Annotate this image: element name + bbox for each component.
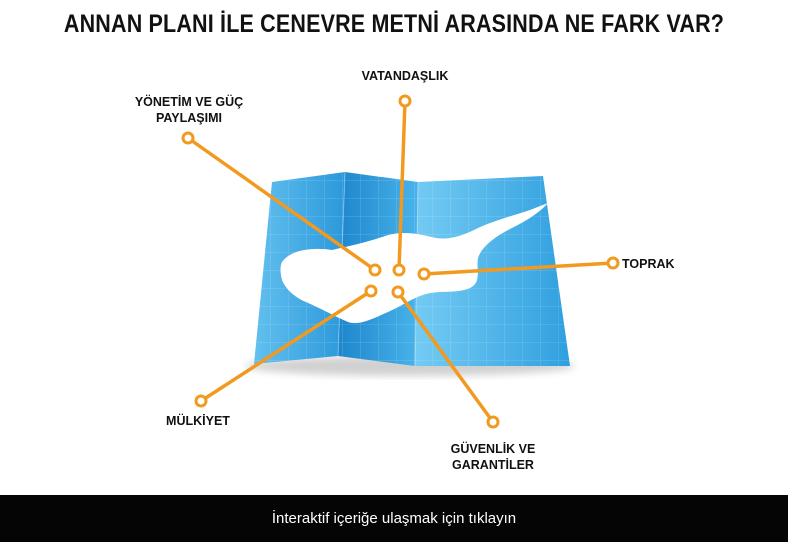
hotspot-mulkiyet-inner[interactable]: [364, 284, 378, 298]
label-vatandaslik-line1: VATANDAŞLIK: [361, 69, 449, 83]
label-toprak[interactable]: TOPRAK: [622, 256, 682, 272]
interactive-content-link[interactable]: İnteraktif içeriğe ulaşmak için tıklayın: [0, 495, 788, 542]
connector-guvenlik: [396, 290, 495, 424]
hotspot-vatandaslik-outer[interactable]: [398, 94, 412, 108]
hotspot-yonetim-outer[interactable]: [181, 131, 195, 145]
connector-mulkiyet: [199, 289, 373, 403]
hotspot-toprak-inner[interactable]: [417, 267, 431, 281]
connector-vatandaslik: [397, 99, 407, 272]
label-yonetim-line1: YÖNETİM VE GÜÇ: [134, 95, 244, 109]
label-mulkiyet-line1: MÜLKİYET: [166, 414, 230, 428]
cyprus-map-diagram: [181, 94, 620, 429]
page-title: ANNAN PLANI İLE CENEVRE METNİ ARASINDA N…: [63, 10, 725, 38]
label-yonetim[interactable]: YÖNETİM VE GÜÇ PAYLAŞIMI: [122, 94, 256, 126]
footer-cta-text: İnteraktif içeriğe ulaşmak için tıklayın: [271, 510, 517, 527]
connector-toprak: [422, 261, 615, 276]
connector-yonetim: [186, 136, 377, 272]
hotspot-toprak-outer[interactable]: [606, 256, 620, 270]
hotspot-yonetim-inner[interactable]: [368, 263, 382, 277]
hotspot-guvenlik-inner[interactable]: [391, 285, 405, 299]
label-yonetim-line2: PAYLAŞIMI: [156, 111, 222, 125]
label-toprak-line1: TOPRAK: [622, 257, 675, 271]
label-guvenlik[interactable]: GÜVENLİK VE GARANTİLER: [443, 441, 543, 473]
cyprus-island-shape: [280, 203, 548, 324]
label-guvenlik-line1: GÜVENLİK VE: [450, 442, 536, 456]
hotspot-guvenlik-outer[interactable]: [486, 415, 500, 429]
hotspot-mulkiyet-outer[interactable]: [194, 394, 208, 408]
label-guvenlik-line2: GARANTİLER: [452, 458, 534, 472]
label-vatandaslik[interactable]: VATANDAŞLIK: [345, 68, 465, 84]
label-mulkiyet[interactable]: MÜLKİYET: [158, 413, 238, 429]
hotspot-vatandaslik-inner[interactable]: [392, 263, 406, 277]
